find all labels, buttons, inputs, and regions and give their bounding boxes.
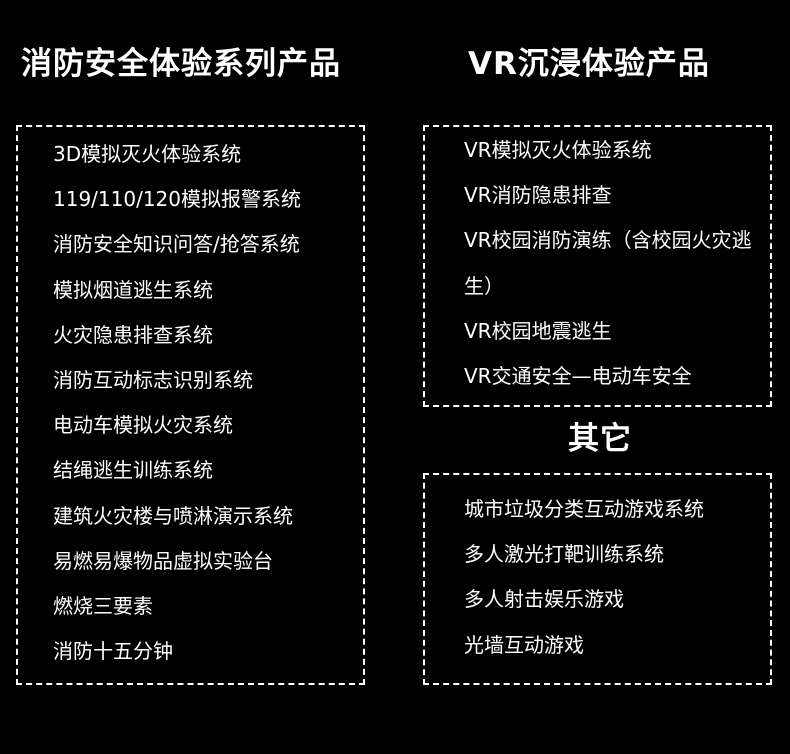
list-item: 建筑火灾楼与喷淋演示系统 (53, 503, 293, 528)
list-item: 119/110/120模拟报警系统 (53, 187, 301, 212)
fire-safety-products-box: 3D模拟灭火体验系统 119/110/120模拟报警系统 消防安全知识问答/抢答… (16, 125, 365, 685)
list-item: 消防十五分钟 (53, 639, 173, 664)
list-item: 消防安全知识问答/抢答系统 (53, 232, 300, 257)
list-item: 多人射击娱乐游戏 (464, 587, 624, 612)
list-item: VR模拟灭火体验系统 (464, 138, 652, 162)
other-products-box: 城市垃圾分类互动游戏系统 多人激光打靶训练系统 多人射击娱乐游戏 光墙互动游戏 (423, 473, 772, 685)
list-item: 燃烧三要素 (53, 594, 153, 619)
other-product-list: 城市垃圾分类互动游戏系统 多人激光打靶训练系统 多人射击娱乐游戏 光墙互动游戏 (464, 487, 704, 668)
other-section-title: 其它 (568, 421, 632, 457)
list-item: 易燃易爆物品虚拟实验台 (53, 548, 273, 573)
left-section-title: 消防安全体验系列产品 (21, 46, 341, 82)
vr-products-box: VR模拟灭火体验系统 VR消防隐患排查 VR校园消防演练（含校园火灾逃生） VR… (423, 125, 772, 407)
list-item: VR校园消防演练（含校园火灾逃生） (464, 228, 752, 298)
list-item: 3D模拟灭火体验系统 (53, 142, 242, 166)
fire-safety-product-list: 3D模拟灭火体验系统 119/110/120模拟报警系统 消防安全知识问答/抢答… (53, 132, 301, 674)
list-item: 光墙互动游戏 (464, 632, 584, 657)
list-item: VR交通安全—电动车安全 (464, 364, 692, 389)
right-section-title: VR沉浸体验产品 (468, 46, 710, 82)
list-item: 火灾隐患排查系统 (53, 322, 213, 347)
list-item: VR消防隐患排查 (464, 183, 612, 208)
list-item: 模拟烟道逃生系统 (53, 277, 213, 302)
list-item: 多人激光打靶训练系统 (464, 542, 664, 567)
list-item: 城市垃圾分类互动游戏系统 (464, 497, 704, 521)
vr-product-list: VR模拟灭火体验系统 VR消防隐患排查 VR校园消防演练（含校园火灾逃生） VR… (464, 128, 756, 399)
list-item: VR校园地震逃生 (464, 318, 612, 343)
list-item: 结绳逃生训练系统 (53, 458, 213, 483)
list-item: 消防互动标志识别系统 (53, 368, 253, 393)
list-item: 电动车模拟火灾系统 (53, 413, 233, 438)
